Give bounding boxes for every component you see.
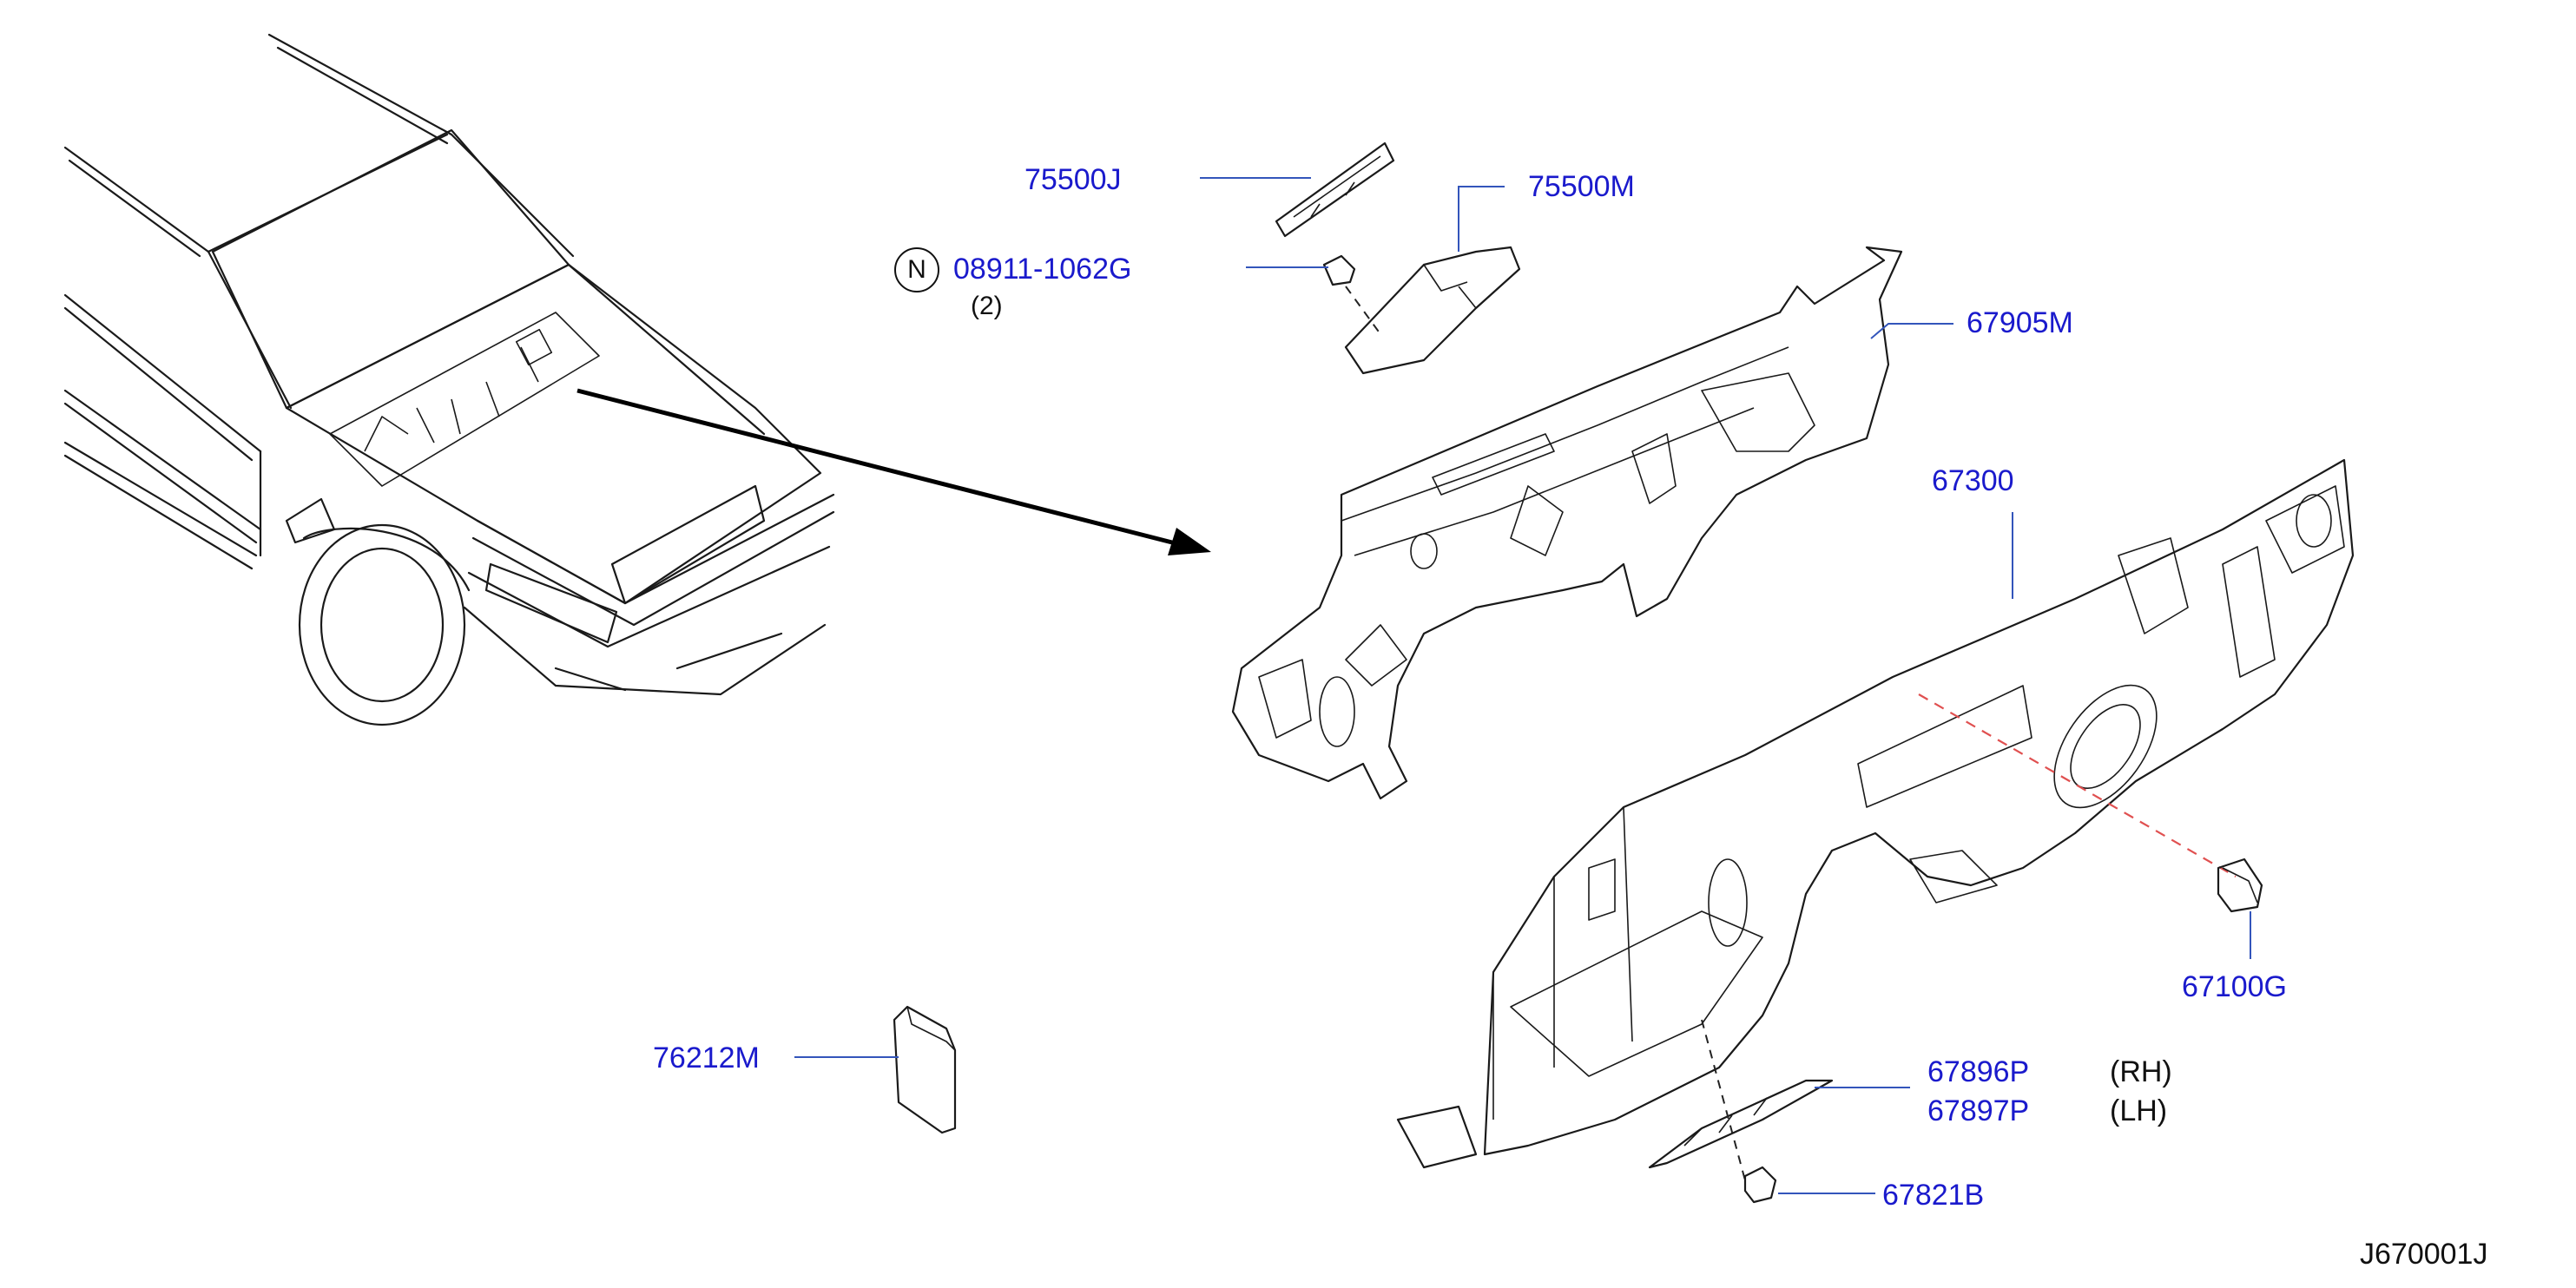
car-illustration <box>63 33 835 726</box>
callout-67100g[interactable]: 67100G <box>2182 970 2287 1003</box>
side-lh-label: (LH) <box>2110 1094 2168 1127</box>
assembly-line <box>1345 286 1381 335</box>
callout-76212m[interactable]: 76212M <box>653 1042 760 1074</box>
fastener-line <box>1918 693 2237 877</box>
callout-67897p[interactable]: 67897P <box>1927 1094 2030 1127</box>
assembly-line <box>1701 1019 1746 1181</box>
part-76212m-shape <box>893 1005 957 1134</box>
part-67821b-shape <box>1743 1166 1777 1204</box>
diagram-code: J670001J <box>2360 1238 2488 1271</box>
callout-75500j[interactable]: 75500J <box>1024 163 1122 196</box>
callout-67905m[interactable]: 67905M <box>1967 306 2073 339</box>
nut-08911-shape <box>1322 254 1356 286</box>
part-75500j-shape <box>1275 141 1395 238</box>
n-badge-icon: N <box>894 247 939 292</box>
callout-67821b[interactable]: 67821B <box>1882 1179 1985 1212</box>
callout-67896p[interactable]: 67896P <box>1927 1055 2030 1088</box>
part-67905m-shape <box>1231 246 1903 800</box>
part-67100g-shape <box>2217 858 2263 913</box>
part-75500m-shape <box>1344 246 1521 375</box>
part-67300-shape <box>1396 458 2355 1169</box>
part-67896p-shape <box>1648 1079 1834 1169</box>
quantity-08911: (2) <box>971 292 1003 320</box>
callout-67300[interactable]: 67300 <box>1932 464 2014 497</box>
side-rh-label: (RH) <box>2110 1055 2172 1088</box>
callout-75500m[interactable]: 75500M <box>1528 170 1635 203</box>
callout-08911-1062g[interactable]: 08911-1062G <box>953 253 1132 286</box>
leader-lines <box>794 177 2251 1194</box>
location-arrow <box>576 388 1211 555</box>
